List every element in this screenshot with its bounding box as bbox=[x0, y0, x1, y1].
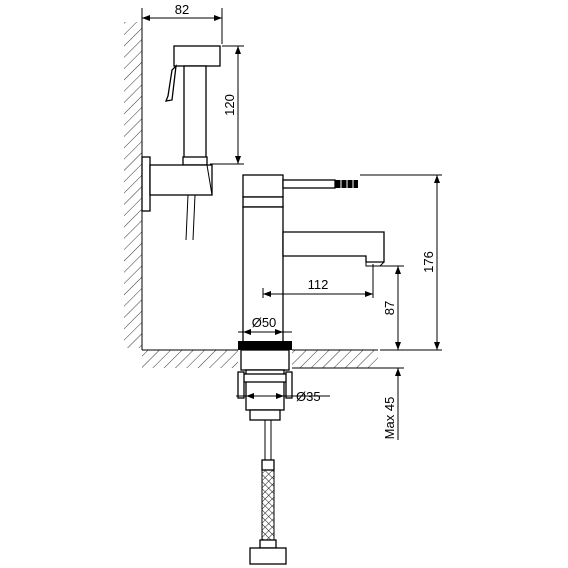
shower-holder bbox=[149, 164, 213, 196]
braided-hose bbox=[261, 469, 275, 541]
base-ring bbox=[238, 341, 292, 350]
fixing-assembly bbox=[237, 349, 293, 421]
lever-handle bbox=[282, 179, 336, 189]
dim-max45-label: Max 45 bbox=[382, 397, 397, 440]
hand-shower bbox=[141, 45, 221, 241]
dim-112 bbox=[262, 264, 374, 298]
dim-82 bbox=[141, 8, 223, 44]
holder-bevel bbox=[206, 164, 213, 196]
dim-50 bbox=[238, 329, 292, 335]
supply-hose bbox=[249, 420, 287, 565]
shower-hose-2 bbox=[192, 194, 196, 241]
shower-connector bbox=[182, 156, 208, 166]
fixing-plate bbox=[239, 373, 291, 383]
dim-35-label: Ø35 bbox=[296, 389, 321, 404]
wall bbox=[124, 22, 143, 350]
faucet bbox=[238, 174, 385, 350]
faucet-cap bbox=[242, 174, 284, 198]
faucet-body bbox=[242, 206, 284, 349]
dim-120 bbox=[210, 45, 244, 165]
hose-nut bbox=[249, 547, 287, 565]
fixing-bolt-left bbox=[237, 371, 245, 399]
dim-87 bbox=[370, 265, 404, 350]
fixing-bolt-right bbox=[285, 371, 293, 399]
dim-max45 bbox=[292, 367, 404, 440]
shower-head bbox=[173, 45, 221, 67]
shower-trigger bbox=[164, 64, 177, 102]
dim-176 bbox=[360, 174, 442, 351]
wall-flange bbox=[141, 156, 151, 212]
faucet-collar bbox=[242, 196, 284, 208]
spout bbox=[282, 231, 385, 263]
dim-176-label: 176 bbox=[421, 251, 436, 273]
fixing-nut bbox=[249, 409, 281, 421]
shower-hose-1 bbox=[185, 194, 189, 241]
shower-handle bbox=[183, 65, 207, 159]
hose-ferrule-top bbox=[261, 459, 275, 471]
wall-hatch bbox=[124, 22, 142, 348]
dim-35 bbox=[236, 393, 330, 399]
dim-120-label: 120 bbox=[222, 94, 237, 116]
dim-82-label: 82 bbox=[175, 2, 189, 17]
base-under bbox=[240, 349, 290, 371]
dim-112-label: 112 bbox=[308, 277, 329, 292]
dim-50-label: Ø50 bbox=[252, 315, 277, 330]
hose-ferrule-bottom bbox=[259, 539, 277, 549]
dim-87-label: 87 bbox=[382, 301, 397, 315]
